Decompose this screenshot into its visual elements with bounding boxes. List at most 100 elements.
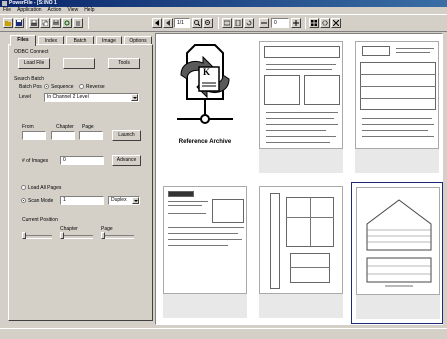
- fit-page-icon: [235, 20, 241, 26]
- menu-help[interactable]: Help: [84, 7, 95, 13]
- close-view-button[interactable]: [331, 18, 341, 28]
- load-all-radio[interactable]: [21, 185, 26, 190]
- thumbnail-page-5[interactable]: [255, 182, 347, 324]
- launch-button[interactable]: Launch: [112, 130, 141, 141]
- level-value: In Channel 2 Level: [47, 94, 89, 100]
- toolbar-separator: [218, 17, 219, 29]
- sequence-radio[interactable]: [44, 84, 49, 89]
- tab-files[interactable]: Files: [10, 35, 36, 46]
- duplex-dropdown[interactable]: Duplex: [108, 196, 140, 205]
- zoom-out-button[interactable]: [203, 18, 213, 28]
- refresh-icon: [64, 20, 70, 26]
- from-input[interactable]: [22, 131, 46, 140]
- page-field[interactable]: 1/1: [174, 18, 190, 28]
- position-slider[interactable]: [22, 235, 52, 239]
- tab-options[interactable]: Options: [124, 36, 152, 45]
- magnifier-minus-icon: [205, 20, 210, 25]
- reference-archive-icon: [177, 44, 233, 124]
- doc-letterhead: [168, 191, 194, 197]
- scan-count-input[interactable]: 1: [60, 196, 104, 205]
- thumbnail-page-4[interactable]: [159, 182, 251, 324]
- batch-pos-label: Batch Pos: [19, 84, 42, 90]
- window-title: PowerFile - [S:\NO 1: [9, 0, 57, 6]
- toolbar-separator: [26, 17, 27, 29]
- thumbnail-page-6[interactable]: [351, 182, 443, 324]
- tab-index[interactable]: Index: [38, 36, 64, 45]
- grid-icon: [311, 20, 317, 26]
- chevron-down-icon[interactable]: [132, 197, 139, 204]
- thumbnail-page-2[interactable]: [255, 37, 347, 179]
- chapter-slider[interactable]: [60, 235, 93, 239]
- tab-image[interactable]: Image: [96, 36, 122, 45]
- reverse-label: Reverse: [86, 84, 105, 90]
- printer-icon: [53, 20, 59, 25]
- advance-button[interactable]: Advance: [112, 155, 141, 166]
- title-bar[interactable]: PowerFile - [S:\NO 1: [0, 0, 447, 7]
- page-input[interactable]: [79, 131, 103, 140]
- rotate-button[interactable]: [244, 18, 254, 28]
- menu-action[interactable]: Action: [47, 7, 62, 13]
- minus-icon: [261, 22, 267, 24]
- thumbnail-caption: [259, 294, 343, 318]
- thumbnails-button[interactable]: [309, 18, 319, 28]
- doc-floorplan-block: [290, 253, 330, 283]
- doc-form-block: [264, 75, 300, 105]
- control-panel: Files Index Batch Image Options ODBC Con…: [8, 33, 153, 323]
- settings-button[interactable]: [320, 18, 330, 28]
- menu-file[interactable]: File: [3, 7, 12, 13]
- images-count-input[interactable]: 0: [60, 156, 104, 165]
- fit-page-button[interactable]: [233, 18, 243, 28]
- disabled-button[interactable]: [63, 58, 95, 69]
- chapter2-label: Chapter: [60, 226, 78, 232]
- from-label: From: [22, 124, 34, 130]
- menu-view[interactable]: View: [67, 7, 79, 13]
- document-image: [259, 41, 343, 149]
- refresh-button[interactable]: [62, 18, 72, 28]
- page-label: Page: [82, 124, 94, 130]
- images-count-label: # of Images: [22, 158, 49, 164]
- scan-mode-radio[interactable]: [21, 198, 26, 203]
- tools-button[interactable]: Tools: [108, 58, 140, 69]
- toolbar: 1/1 0: [0, 14, 447, 32]
- tab-batch[interactable]: Batch: [66, 36, 94, 45]
- disk-icon: [16, 20, 22, 26]
- chapter-slider-thumb[interactable]: [60, 232, 64, 239]
- chapter-input[interactable]: [51, 131, 75, 140]
- reverse-radio[interactable]: [79, 84, 84, 89]
- chevron-down-icon[interactable]: [131, 94, 138, 101]
- reference-archive-title: Reference Archive: [178, 139, 232, 145]
- scanner-icon: [31, 20, 37, 26]
- document-image: [356, 187, 440, 295]
- thumbnail-archive[interactable]: K Reference Archive: [159, 37, 251, 179]
- menu-application[interactable]: Application: [17, 7, 42, 13]
- position-slider-thumb[interactable]: [22, 232, 26, 239]
- search-batch-label: Search Batch: [14, 76, 45, 82]
- doc-sketch-block: [212, 199, 244, 223]
- sequence-label: Sequence: [51, 84, 74, 90]
- archive-doc-letter: K: [203, 67, 211, 77]
- open-button[interactable]: [3, 18, 13, 28]
- level-dropdown[interactable]: In Channel 2 Level: [44, 93, 139, 102]
- delete-button[interactable]: [73, 18, 83, 28]
- load-file-button[interactable]: Load File: [18, 58, 50, 69]
- print-button[interactable]: [51, 18, 61, 28]
- plus-icon: [293, 20, 299, 26]
- doc-vertical-heading: [270, 193, 280, 289]
- zoom-in-button[interactable]: [192, 18, 202, 28]
- prev-page-button[interactable]: [163, 18, 173, 28]
- thumbnail-page-3[interactable]: [351, 37, 443, 179]
- odbc-section-label: ODBC Connect: [14, 49, 49, 55]
- document-image: [259, 186, 343, 294]
- page-slider[interactable]: [101, 235, 134, 239]
- thumbnail-caption: [355, 149, 439, 173]
- fit-width-button[interactable]: [222, 18, 232, 28]
- minus-button[interactable]: [259, 18, 269, 28]
- first-page-button[interactable]: [152, 18, 162, 28]
- zoom-field[interactable]: 0: [271, 18, 289, 28]
- doc-form-block: [304, 75, 340, 105]
- page-slider-thumb[interactable]: [101, 232, 105, 239]
- plus-button[interactable]: [291, 18, 301, 28]
- scan-button[interactable]: [29, 18, 39, 28]
- save-button[interactable]: [14, 18, 24, 28]
- copy-button[interactable]: [40, 18, 50, 28]
